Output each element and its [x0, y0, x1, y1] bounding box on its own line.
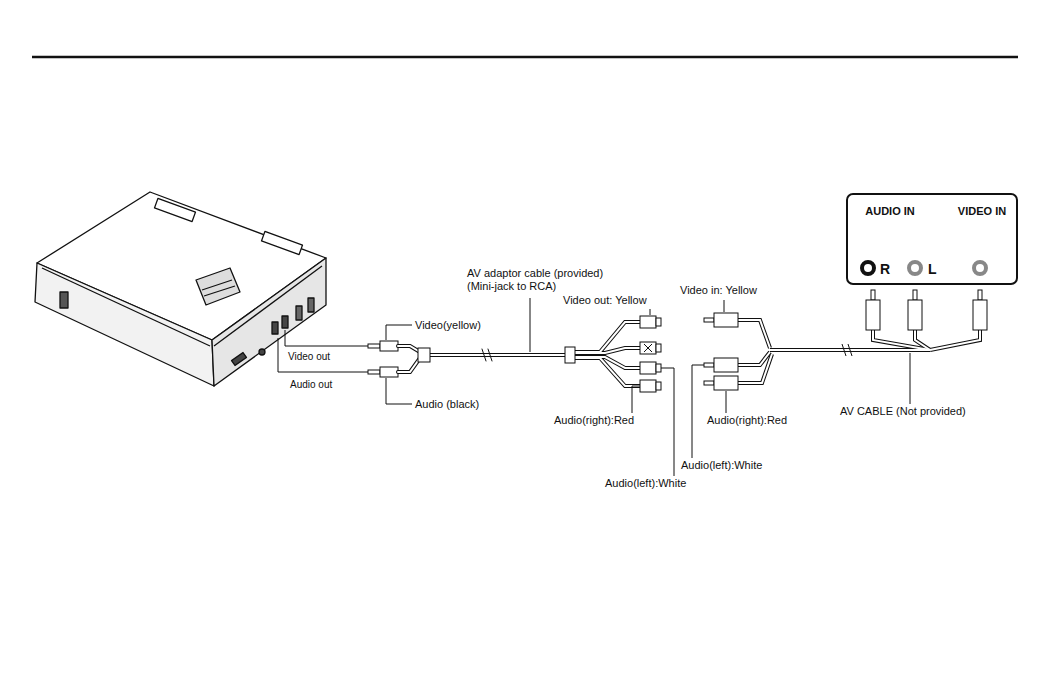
mini-jack-plugs [368, 341, 398, 377]
cable-label: (Mini-jack to RCA) [467, 280, 556, 293]
dvd-player [35, 192, 326, 386]
connector-label: Video in: Yellow [680, 284, 757, 297]
connector-label: Audio(right):Red [554, 414, 634, 427]
input-panel: AUDIO IN VIDEO IN R L [846, 193, 1018, 285]
av-cable [738, 320, 980, 383]
connector-label: Audio(left):White [605, 477, 686, 490]
rule-line [32, 56, 1018, 59]
rca-plugs [704, 290, 987, 390]
adaptor-cable [398, 322, 640, 386]
jack-group-label: AUDIO IN [862, 205, 918, 218]
connector-label: Video out: Yellow [563, 294, 647, 307]
port-leaders [278, 330, 368, 372]
channel-label: L [928, 261, 937, 277]
channel-label: R [880, 261, 890, 277]
connector-label: Audio (black) [415, 398, 479, 411]
leader-lines [386, 298, 910, 476]
connector-label: Audio(right):Red [707, 414, 787, 427]
figure-ground [30, 188, 1020, 488]
jack-group-label: VIDEO IN [954, 205, 1010, 218]
port-label: Video out [288, 350, 330, 363]
connector-label: Audio(left):White [681, 459, 762, 472]
connector-label: Video(yellow) [415, 319, 481, 332]
cable-label: AV adaptor cable (provided) [467, 267, 603, 280]
cable-label: AV CABLE (Not provided) [840, 405, 966, 418]
rca-sockets [640, 316, 661, 392]
port-label: Audio out [290, 378, 332, 391]
